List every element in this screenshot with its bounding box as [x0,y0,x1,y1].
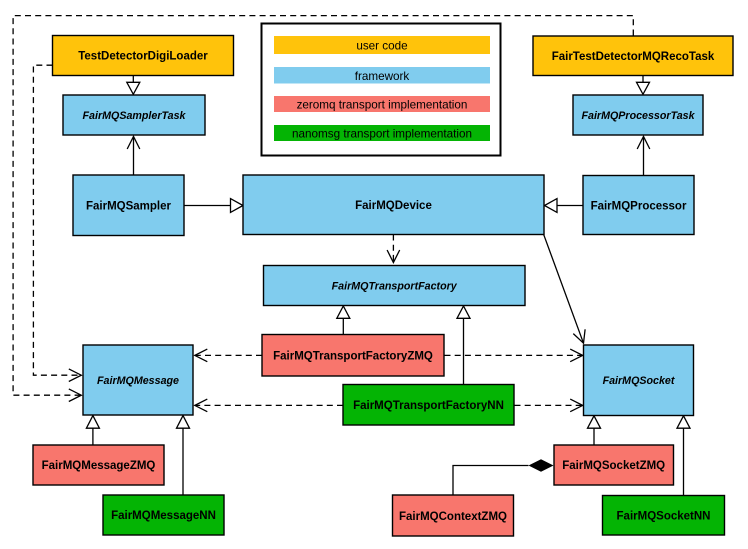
svg-text:FairMQMessageZMQ: FairMQMessageZMQ [42,460,156,472]
svg-text:FairMQProcessorTask: FairMQProcessorTask [581,110,695,122]
svg-text:FairMQProcessor: FairMQProcessor [591,201,687,213]
svg-text:FairMQMessage: FairMQMessage [97,375,179,387]
svg-text:FairMQSocketZMQ: FairMQSocketZMQ [562,460,665,472]
svg-text:TestDetectorDigiLoader: TestDetectorDigiLoader [78,51,208,63]
svg-text:framework: framework [355,70,410,83]
svg-text:FairMQMessageNN: FairMQMessageNN [111,510,216,522]
svg-text:FairMQSocket: FairMQSocket [603,375,675,387]
svg-text:FairMQTransportFactoryNN: FairMQTransportFactoryNN [353,400,504,412]
svg-text:FairMQTransportFactoryZMQ: FairMQTransportFactoryZMQ [273,351,433,363]
svg-text:FairMQTransportFactory: FairMQTransportFactory [332,281,458,293]
svg-text:nanomsg transport implementati: nanomsg transport implementation [292,128,472,141]
svg-text:FairMQSocketNN: FairMQSocketNN [617,511,711,523]
svg-text:FairMQContextZMQ: FairMQContextZMQ [399,511,507,523]
svg-text:FairMQDevice: FairMQDevice [355,200,432,212]
svg-text:FairMQSampler: FairMQSampler [86,201,172,213]
svg-text:FairMQSamplerTask: FairMQSamplerTask [83,110,187,122]
svg-text:zeromq transport implementatio: zeromq transport implementation [297,99,468,112]
svg-text:FairTestDetectorMQRecoTask: FairTestDetectorMQRecoTask [552,51,715,63]
svg-text:user code: user code [356,39,407,52]
